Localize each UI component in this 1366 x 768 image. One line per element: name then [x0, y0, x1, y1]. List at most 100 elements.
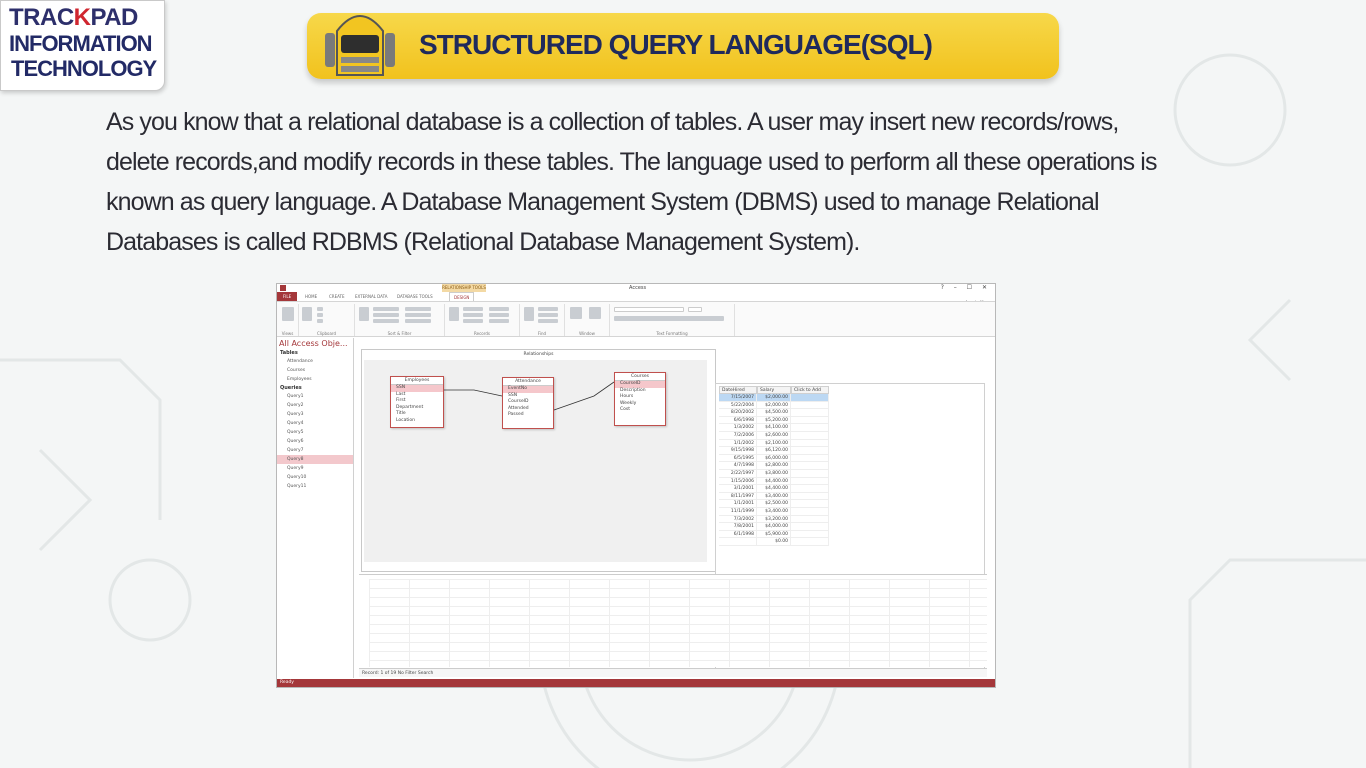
table-row[interactable]: 7/3/2002$3,200.00 [719, 515, 829, 524]
table-row[interactable]: 1/1/2002$2,100.00 [719, 439, 829, 448]
refresh-all-icon[interactable] [449, 307, 459, 321]
table-row[interactable]: 7/15/2007$2,000.00 [719, 394, 829, 402]
ribbon-group-records: Records [445, 304, 520, 336]
table-row[interactable]: 9/15/1998$6,120.00 [719, 447, 829, 455]
filter-icon[interactable] [359, 307, 369, 321]
tab-home[interactable]: HOME [305, 294, 318, 299]
intro-paragraph: As you know that a relational database i… [106, 102, 1286, 262]
cut-icon[interactable] [317, 307, 323, 311]
save-record-icon[interactable] [463, 313, 483, 317]
replace-icon[interactable] [538, 307, 558, 311]
table-row[interactable]: 7/8/2001$4,000.00 [719, 523, 829, 531]
paragraph-line: delete records,and modify records in the… [106, 148, 1157, 176]
advanced-icon[interactable] [405, 313, 431, 317]
access-screenshot: RELATIONSHIP TOOLS Access ? – ☐ ✕ FILE H… [276, 283, 996, 688]
datasheet-header: DateHired Salary Click to Add [719, 386, 829, 394]
nav-pane-title[interactable]: All Access Obje... [279, 339, 348, 348]
nav-item-table[interactable]: Courses [287, 368, 306, 373]
table-row[interactable]: 6/5/1995$6,000.00 [719, 454, 829, 463]
table-row[interactable]: 5/22/2004$2,000.00 [719, 401, 829, 410]
nav-item-query[interactable]: Query10 [287, 475, 307, 480]
query-design-grid[interactable] [359, 574, 987, 667]
nav-item-query[interactable]: Query2 [287, 403, 304, 408]
grid-lines [369, 579, 987, 667]
table-row[interactable]: 6/6/1998$5,200.00 [719, 416, 829, 425]
select-icon[interactable] [538, 319, 558, 323]
nav-item-query[interactable]: Query9 [287, 466, 304, 471]
copy-icon[interactable] [317, 313, 323, 317]
column-header[interactable]: Salary [757, 386, 791, 394]
table-row[interactable]: 4/7/1998$2,800.00 [719, 462, 829, 470]
spelling-icon[interactable] [489, 313, 509, 317]
nav-section-tables[interactable]: Tables [280, 350, 298, 356]
paste-icon[interactable] [302, 307, 312, 321]
tab-external-data[interactable]: EXTERNAL DATA [355, 294, 388, 299]
find-icon[interactable] [524, 307, 534, 321]
nav-item-query[interactable]: Query4 [287, 421, 304, 426]
table-row[interactable]: 1/1/2001$2,500.00 [719, 500, 829, 508]
nav-item-table[interactable]: Attendance [287, 359, 313, 364]
nav-section-queries[interactable]: Queries [280, 385, 302, 391]
remove-sort-icon[interactable] [373, 319, 399, 323]
table-box-attendance[interactable]: Attendance EventNo SSN CourseID Attended… [502, 377, 554, 429]
delete-record-icon[interactable] [463, 319, 483, 323]
view-icon[interactable] [282, 307, 294, 321]
access-titlebar: RELATIONSHIP TOOLS Access ? – ☐ ✕ [277, 284, 995, 292]
tab-file[interactable]: FILE [277, 292, 297, 301]
logo-line-technology: TECHNOLOGY [11, 56, 157, 81]
table-box-courses[interactable]: Courses CourseID Description Hours Weekl… [614, 372, 666, 426]
table-row[interactable]: 8/11/1997$3,400.00 [719, 492, 829, 501]
tab-database-tools[interactable]: DATABASE TOOLS [397, 294, 433, 299]
table-row[interactable]: 6/1/1998$5,900.00 [719, 530, 829, 539]
table-box-employees[interactable]: Employees SSN Last First Department Titl… [390, 376, 444, 428]
nav-item-table[interactable]: Employees [287, 377, 312, 382]
go-to-icon[interactable] [538, 313, 558, 317]
robot-mascot-icon [325, 15, 395, 76]
format-buttons[interactable] [614, 316, 724, 321]
descending-icon[interactable] [373, 313, 399, 317]
paragraph-line: As you know that a relational database i… [106, 108, 1119, 136]
record-navigator[interactable]: Record: 1 of 19 No Filter Search [359, 668, 987, 677]
table-row[interactable]: 3/1/2001$4,400.00 [719, 485, 829, 493]
ribbon-group-clipboard: Clipboard [299, 304, 355, 336]
font-name-dropdown[interactable] [614, 307, 684, 312]
table-row-new[interactable]: $0.00 [719, 538, 829, 546]
table-row[interactable]: 8/20/2002$4,500.00 [719, 409, 829, 417]
trackpad-logo: TRACKPAD INFORMATION TECHNOLOGY [0, 0, 165, 91]
context-tab-label: RELATIONSHIP TOOLS [442, 284, 486, 292]
tab-design[interactable]: DESIGN [449, 292, 475, 301]
switch-windows-icon[interactable] [589, 307, 601, 319]
table-row[interactable]: 1/15/2006$4,400.00 [719, 477, 829, 486]
selection-icon[interactable] [405, 307, 431, 311]
nav-item-query[interactable]: Query6 [287, 439, 304, 444]
nav-item-query[interactable]: Query11 [287, 484, 307, 489]
column-header[interactable]: DateHired [719, 386, 757, 394]
ribbon-group-views: Views [277, 304, 299, 336]
table-row[interactable]: 7/2/2006$2,600.00 [719, 431, 829, 440]
logo-word-c: PAD [90, 4, 139, 31]
ribbon-group-sort-filter: Sort & Filter [355, 304, 445, 336]
table-row[interactable]: 1/3/2002$4,100.00 [719, 424, 829, 432]
relationships-window-title: Relationships [523, 352, 554, 357]
totals-icon[interactable] [489, 307, 509, 311]
toggle-filter-icon[interactable] [405, 319, 431, 323]
nav-item-query[interactable]: Query1 [287, 394, 304, 399]
window-control-buttons[interactable]: ? – ☐ ✕ [940, 284, 991, 291]
ascending-icon[interactable] [373, 307, 399, 311]
more-icon[interactable] [489, 319, 509, 323]
nav-item-query-selected[interactable]: Query8 [277, 455, 353, 464]
nav-item-query[interactable]: Query7 [287, 448, 304, 453]
new-record-icon[interactable] [463, 307, 483, 311]
table-row[interactable]: 11/1/1999$3,400.00 [719, 507, 829, 516]
ribbon: Views Clipboard Sort & Filter [277, 301, 995, 337]
nav-item-query[interactable]: Query3 [287, 412, 304, 417]
format-painter-icon[interactable] [317, 319, 323, 323]
table-row[interactable]: 2/22/1997$3,800.00 [719, 469, 829, 478]
page-title: STRUCTURED QUERY LANGUAGE(SQL) [419, 29, 933, 60]
relationships-window: Relationships Employees SSN Last First D… [361, 349, 716, 572]
tab-create[interactable]: CREATE [329, 294, 345, 299]
font-size-dropdown[interactable] [688, 307, 702, 312]
size-to-fit-icon[interactable] [570, 307, 582, 319]
column-header[interactable]: Click to Add [791, 386, 829, 394]
nav-item-query[interactable]: Query5 [287, 430, 304, 435]
